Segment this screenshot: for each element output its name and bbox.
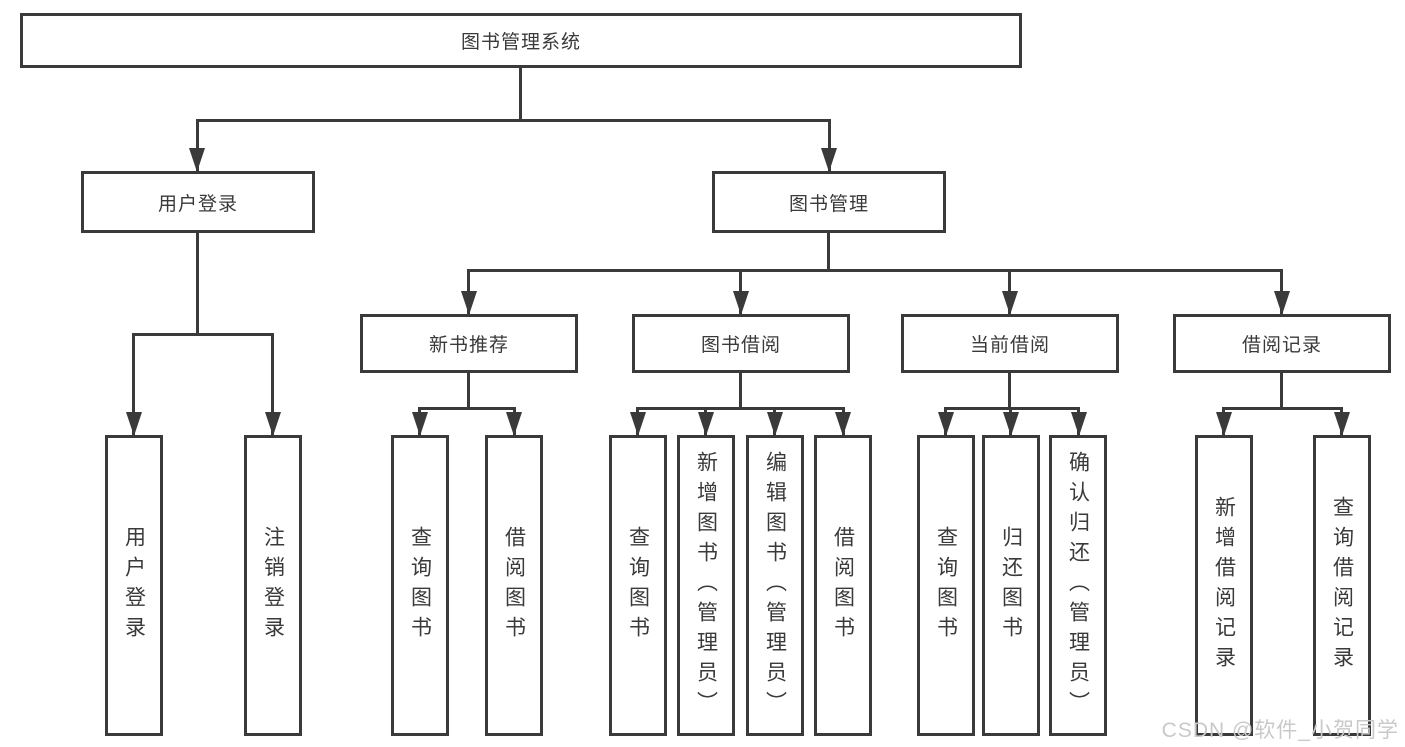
- connector-line: [519, 66, 522, 122]
- leaf-query-books: 查询图书: [917, 435, 975, 736]
- node-label: 借阅记录: [1241, 335, 1322, 356]
- leaf-confirm-return-admin: 确认归还（管理员）: [1049, 435, 1107, 736]
- node-label: 新增借阅记录: [1212, 495, 1236, 676]
- node-user-login: 用户登录: [81, 171, 315, 233]
- arrowhead-down-icon: [821, 148, 837, 172]
- leaf-borrow-books: 借阅图书: [814, 435, 872, 736]
- node-label: 归还图书: [999, 525, 1023, 646]
- connector-line: [467, 371, 470, 410]
- leaf-query-books: 查询图书: [609, 435, 667, 736]
- connector-line: [196, 119, 831, 122]
- connector-line: [739, 371, 742, 410]
- arrowhead-down-icon: [126, 412, 142, 436]
- connector-line: [196, 119, 199, 172]
- arrowhead-down-icon: [1216, 412, 1232, 436]
- arrowhead-down-icon: [189, 148, 205, 172]
- leaf-user-login: 用户登录: [105, 435, 163, 736]
- node-book-borrowing: 图书借阅: [632, 314, 850, 373]
- arrowhead-down-icon: [1002, 291, 1018, 315]
- connector-line: [944, 407, 1080, 410]
- connector-line: [636, 407, 845, 410]
- arrowhead-down-icon: [1334, 412, 1350, 436]
- arrowhead-down-icon: [698, 412, 714, 436]
- arrowhead-down-icon: [767, 412, 783, 436]
- arrowhead-down-icon: [835, 412, 851, 436]
- node-label: 查询图书: [934, 525, 958, 646]
- leaf-logout: 注销登录: [244, 435, 302, 736]
- connector-line: [828, 119, 831, 172]
- arrowhead-down-icon: [461, 291, 477, 315]
- node-label: 编辑图书（管理员）: [763, 450, 787, 721]
- arrowhead-down-icon: [938, 412, 954, 436]
- connector-line: [271, 333, 274, 435]
- arrowhead-down-icon: [630, 412, 646, 436]
- leaf-return-books: 归还图书: [982, 435, 1040, 736]
- node-label: 借阅图书: [502, 525, 526, 646]
- node-label: 新书推荐: [428, 335, 509, 356]
- node-label: 确认归还（管理员）: [1066, 450, 1090, 721]
- connector-line: [196, 231, 199, 336]
- node-label: 图书管理系统: [460, 32, 581, 53]
- arrowhead-down-icon: [1003, 412, 1019, 436]
- connector-line: [1008, 371, 1011, 410]
- leaf-borrow-books: 借阅图书: [485, 435, 543, 736]
- node-label: 用户登录: [122, 525, 146, 646]
- arrowhead-down-icon: [412, 412, 428, 436]
- node-label: 图书借阅: [700, 335, 781, 356]
- node-label: 图书管理: [788, 193, 869, 215]
- node-new-book-recommend: 新书推荐: [360, 314, 578, 373]
- connector-line: [132, 333, 135, 435]
- leaf-add-books-admin: 新增图书（管理员）: [677, 435, 735, 736]
- node-label: 当前借阅: [969, 335, 1050, 356]
- connector-line: [132, 333, 274, 336]
- connector-line: [827, 231, 830, 272]
- node-current-borrowing: 当前借阅: [901, 314, 1119, 373]
- csdn-watermark: CSDN @软件_小贺同学: [1161, 719, 1399, 742]
- node-label: 查询图书: [626, 525, 650, 646]
- connector-line: [1222, 407, 1343, 410]
- node-label: 新增图书（管理员）: [694, 450, 718, 721]
- node-label: 查询图书: [408, 525, 432, 646]
- node-borrowing-records: 借阅记录: [1173, 314, 1391, 373]
- arrowhead-down-icon: [733, 291, 749, 315]
- leaf-edit-books-admin: 编辑图书（管理员）: [746, 435, 804, 736]
- node-label: 用户登录: [157, 193, 238, 215]
- arrowhead-down-icon: [265, 412, 281, 436]
- leaf-query-borrow-record: 查询借阅记录: [1313, 435, 1371, 736]
- node-label: 借阅图书: [831, 525, 855, 646]
- arrowhead-down-icon: [1274, 291, 1290, 315]
- leaf-add-borrow-record: 新增借阅记录: [1195, 435, 1253, 736]
- connector-line: [1280, 371, 1283, 410]
- arrowhead-down-icon: [1071, 412, 1087, 436]
- leaf-query-books: 查询图书: [391, 435, 449, 736]
- node-label: 注销登录: [261, 525, 285, 646]
- node-library-management-system: 图书管理系统: [20, 13, 1022, 68]
- node-book-management: 图书管理: [712, 171, 946, 233]
- node-label: 查询借阅记录: [1330, 495, 1354, 676]
- arrowhead-down-icon: [506, 412, 522, 436]
- connector-line: [467, 269, 1283, 272]
- connector-line: [418, 407, 516, 410]
